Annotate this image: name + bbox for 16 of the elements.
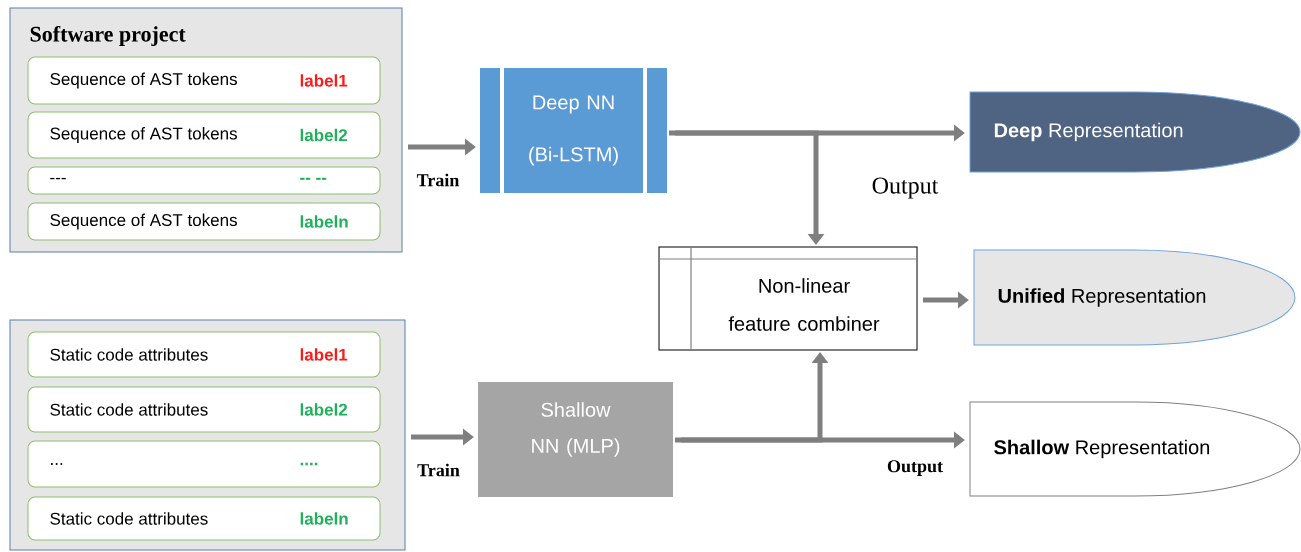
network-box: Shallow NN (MLP) — [478, 382, 673, 497]
edge-label: Output — [870, 176, 940, 200]
network-box: Deep NN (Bi-LSTM) — [480, 68, 667, 193]
list-row: ... .... — [27, 440, 381, 488]
process-box: Non-linear feature combiner — [658, 246, 918, 351]
list-row: --- -- -- — [27, 166, 381, 195]
edge-label: Output — [886, 459, 944, 477]
edge-label: Train — [415, 172, 461, 188]
list-row: Sequence of AST tokens label2 — [27, 111, 381, 159]
list-row: Static code attributes label1 — [27, 331, 381, 378]
list-row: Sequence of AST tokens label1 — [27, 56, 381, 105]
edge-label: Train — [416, 462, 461, 478]
list-row: Static code attributes label2 — [27, 386, 381, 433]
list-row: Static code attributes labeln — [27, 496, 381, 541]
list-row: Sequence of AST tokens labeln — [27, 202, 381, 241]
arrow — [669, 130, 825, 245]
